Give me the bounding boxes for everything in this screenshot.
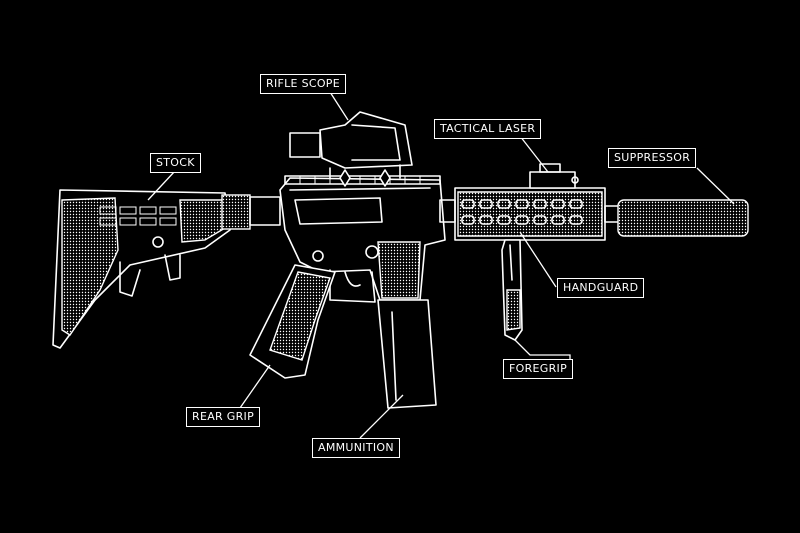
handguard-part	[439, 187, 621, 241]
label-tactical-laser: TACTICAL LASER	[434, 119, 542, 139]
leader-rifle-scope	[329, 91, 349, 121]
magazine-part	[377, 299, 437, 409]
label-ammunition: AMMUNITION	[312, 438, 400, 458]
leader-handguard	[519, 231, 557, 288]
laser-part	[529, 163, 579, 189]
label-suppressor: SUPPRESSOR	[608, 148, 697, 168]
leader-tactical-laser	[519, 135, 549, 173]
foregrip-part	[501, 239, 523, 341]
label-stock: STOCK	[150, 153, 201, 173]
leader-rear-grip	[239, 364, 271, 409]
label-rifle-scope: RIFLE SCOPE	[260, 74, 346, 94]
suppressor-part	[617, 199, 749, 237]
label-foregrip: FOREGRIP	[503, 359, 574, 379]
label-handguard: HANDGUARD	[557, 278, 645, 298]
label-rear-grip: REAR GRIP	[186, 407, 261, 427]
leader-stock	[147, 170, 176, 201]
leader-foregrip	[514, 339, 571, 360]
leader-suppressor	[696, 167, 735, 205]
scope-part	[289, 111, 413, 187]
rear-grip-part	[249, 264, 336, 379]
leader-ammunition	[359, 394, 404, 439]
stock-part	[52, 189, 281, 349]
